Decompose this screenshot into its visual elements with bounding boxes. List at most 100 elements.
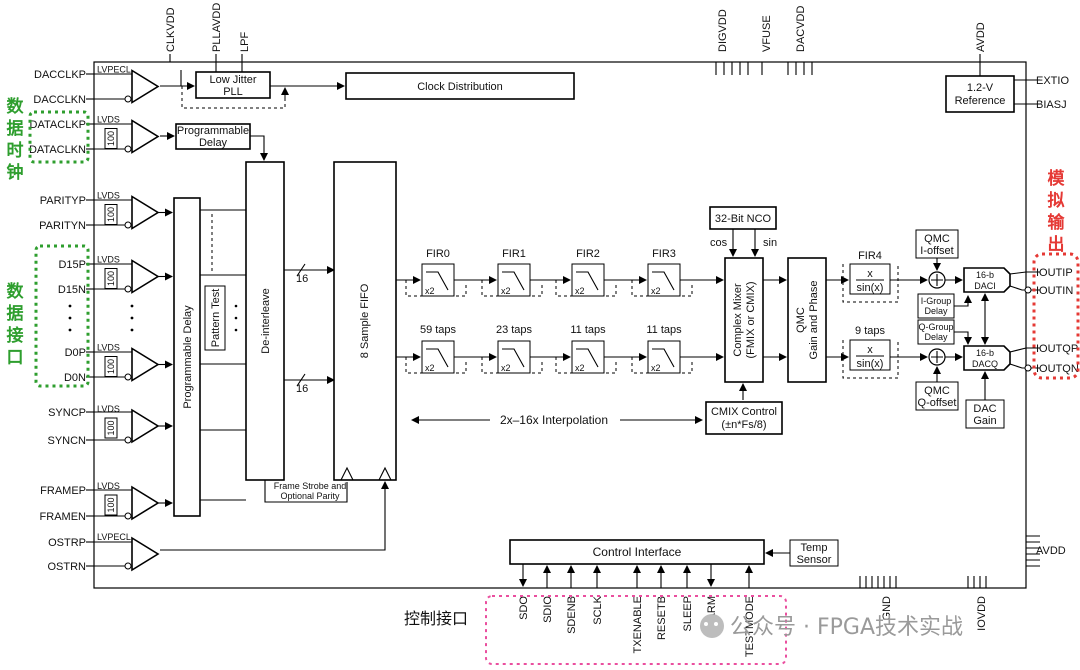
receiver-type-label: LVDS	[97, 255, 120, 265]
svg-text:Gain and Phase: Gain and Phase	[808, 281, 820, 360]
fir-filter: x2	[647, 263, 681, 297]
pin-ioutqp-4: IOUTQP	[1036, 343, 1078, 355]
pin-ostrn: OSTRN	[48, 561, 87, 573]
fir-taps-label: 23 taps	[496, 324, 533, 336]
receiver-5: LVDS 100	[94, 404, 173, 444]
fir-filter: x2	[497, 263, 531, 297]
svg-text:时: 时	[7, 141, 24, 161]
i-group-delay: I-Group Delay	[917, 293, 955, 319]
termination-label: 100	[106, 420, 116, 435]
svg-text:x2: x2	[651, 286, 661, 296]
pin-iovdd: IOVDD	[976, 596, 988, 631]
pin-ioutip-2: IOUTIP	[1036, 267, 1073, 279]
svg-text:Delay: Delay	[199, 137, 228, 149]
svg-text:Delay: Delay	[924, 306, 948, 316]
pin-avdd: AVDD	[975, 22, 987, 52]
programmable-delay-clk: Programmable Delay	[175, 123, 251, 150]
control-interface-annotation: 控制接口	[404, 609, 468, 628]
termination-label: 100	[106, 271, 116, 286]
svg-text:DACI: DACI	[974, 281, 996, 291]
svg-text:Reference: Reference	[955, 95, 1006, 107]
svg-text:x2: x2	[425, 363, 435, 373]
fir4-taps: 9 taps	[855, 325, 885, 337]
receiver-type-label: LVPECL	[97, 65, 131, 75]
dac-q: 16-b DACQ	[963, 345, 1011, 371]
pin-d15p: D15P	[58, 259, 86, 271]
pin-vfuse: VFUSE	[761, 15, 773, 52]
pin-avdd-6: AVDD	[1036, 545, 1066, 557]
frame-strobe-label-1: Frame Strobe and	[274, 481, 347, 491]
pin-ostrp: OSTRP	[48, 537, 86, 549]
svg-text:x2: x2	[501, 363, 511, 373]
pin-dacvdd: DACVDD	[795, 5, 807, 52]
pin-sdio: SDIO	[542, 596, 554, 623]
pin-framen: FRAMEN	[40, 511, 87, 523]
pin-txenable: TXENABLE	[632, 596, 644, 653]
receiver-type-label: LVPECL	[97, 532, 131, 542]
termination-label: 100	[106, 497, 116, 512]
svg-text:x2: x2	[501, 286, 511, 296]
svg-text:口: 口	[7, 348, 24, 368]
frame-strobe-label-2: Optional Parity	[280, 491, 340, 501]
pin-testmode: TESTMODE	[744, 596, 756, 657]
sample-fifo: 8 Sample FIFO	[333, 161, 397, 481]
svg-text:Complex Mixer: Complex Mixer	[732, 283, 744, 357]
programmable-delay: Programmable Delay	[173, 197, 201, 517]
ellipsis-dot	[130, 304, 134, 308]
left-pins: DACCLKPDACCLKNDATACLKPDATACLKNPARITYPPAR…	[29, 69, 134, 573]
svg-text:数: 数	[7, 281, 25, 302]
pin-syncn: SYNCN	[47, 435, 86, 447]
svg-text:sin(x): sin(x)	[857, 358, 884, 370]
fir-taps-label: 59 taps	[420, 324, 457, 336]
pin-dataclkn: DATACLKN	[29, 144, 86, 156]
pin-dacclkp: DACCLKP	[34, 69, 86, 81]
fir-filter: x2	[571, 263, 605, 297]
svg-text:Gain: Gain	[973, 415, 996, 427]
pin-parityp: PARITYP	[40, 195, 86, 207]
svg-text:Pattern Test: Pattern Test	[210, 289, 222, 348]
pin-ioutin-3: IOUTIN	[1036, 285, 1073, 297]
svg-text:模: 模	[1048, 168, 1066, 189]
svg-text:PLL: PLL	[223, 86, 243, 98]
svg-text:QMC: QMC	[924, 233, 950, 245]
svg-text:sin(x): sin(x)	[857, 282, 884, 294]
pin-dacclkn: DACCLKN	[33, 94, 86, 106]
ellipsis-dot	[130, 316, 134, 320]
ellipsis-dot	[68, 316, 72, 320]
svg-text:I-Group: I-Group	[921, 296, 952, 306]
svg-text:CMIX Control: CMIX Control	[711, 406, 777, 418]
bus-width-top: 16	[296, 273, 308, 285]
svg-text:Programmable Delay: Programmable Delay	[182, 305, 194, 409]
pin-pllavdd: PLLAVDD	[211, 3, 223, 52]
pin-biasj-1: BIASJ	[1036, 99, 1067, 111]
svg-text:x2: x2	[425, 286, 435, 296]
nco: 32-Bit NCO	[709, 206, 777, 230]
receiver-type-label: LVDS	[97, 404, 120, 414]
pin-sdenb: SDENB	[566, 596, 578, 634]
svg-text:钟: 钟	[7, 162, 24, 183]
pin-sclk: SCLK	[592, 595, 604, 624]
qmc-gain-phase: QMC Gain and Phase	[787, 257, 827, 383]
data-clock-highlight	[28, 110, 90, 164]
receiver-7: LVPECL	[94, 532, 160, 572]
fir-filter: x2	[421, 340, 455, 374]
receiver-type-label: LVDS	[97, 191, 120, 201]
termination-label: 100	[106, 359, 116, 374]
svg-text:输: 输	[1048, 212, 1066, 233]
svg-text:x2: x2	[575, 286, 585, 296]
receiver-type-label: LVDS	[97, 115, 120, 125]
svg-text:出: 出	[1048, 234, 1065, 255]
dac-i: 16-b DACI	[963, 267, 1011, 293]
summer-q	[928, 348, 946, 366]
svg-text:x: x	[867, 344, 873, 356]
analog-output-highlight	[1032, 252, 1080, 380]
svg-text:(±n*Fs/8): (±n*Fs/8)	[721, 419, 766, 431]
receiver-type-label: LVDS	[97, 481, 120, 491]
svg-text:QMC: QMC	[795, 307, 807, 333]
svg-text:数: 数	[7, 96, 25, 117]
